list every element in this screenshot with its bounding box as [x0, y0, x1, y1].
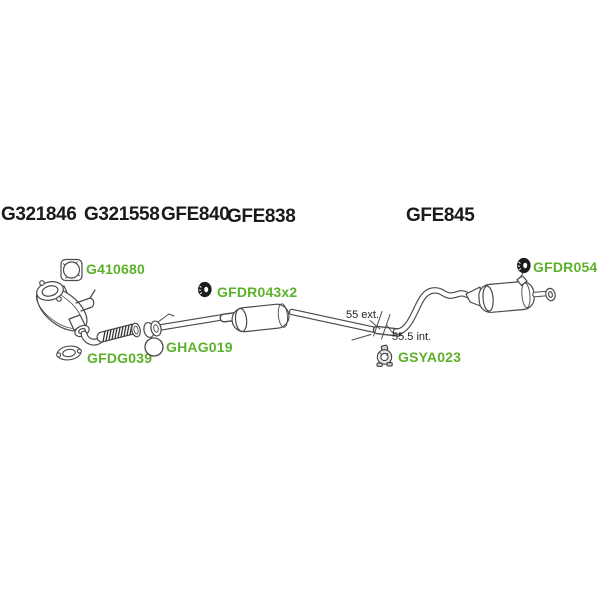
rubber-mount-icon-rear [516, 257, 532, 274]
oval-gasket-icon [54, 343, 84, 363]
dimension-note-ext: 55 ext. [346, 309, 380, 321]
part-number-heading: G321846 [1, 204, 77, 225]
part-number-heading: G321558 [84, 204, 160, 225]
part-number-heading: GFE838 [227, 206, 296, 227]
dimension-note-int: 55.5 int. [392, 331, 432, 343]
part-link-gfdr043x2[interactable]: GFDR043x2 [217, 284, 298, 300]
part-link-g410680[interactable]: G410680 [86, 261, 146, 277]
hanger-ring-icon [143, 336, 165, 358]
part-link-gsya023[interactable]: GSYA023 [398, 349, 462, 365]
part-link-gfdg039[interactable]: GFDG039 [87, 350, 153, 366]
rear-muffler-drawing [465, 270, 556, 313]
front-pipe-drawing [153, 312, 234, 332]
part-link-ghag019[interactable]: GHAG019 [166, 339, 233, 355]
rubber-mount-icon-front [197, 281, 213, 298]
flange-gasket-icon [59, 257, 84, 283]
center-muffler-drawing [219, 303, 290, 333]
exhaust-clamp-icon [375, 344, 395, 368]
part-number-heading: GFE840 [161, 204, 230, 225]
tail-pipe-drawing [392, 287, 482, 335]
part-number-heading: GFE845 [406, 205, 475, 226]
part-link-gfdr054[interactable]: GFDR054 [533, 259, 598, 275]
catalytic-converter-drawing [35, 280, 96, 338]
flex-pipe-drawing [80, 320, 162, 346]
joint-tick-marks [369, 311, 393, 340]
